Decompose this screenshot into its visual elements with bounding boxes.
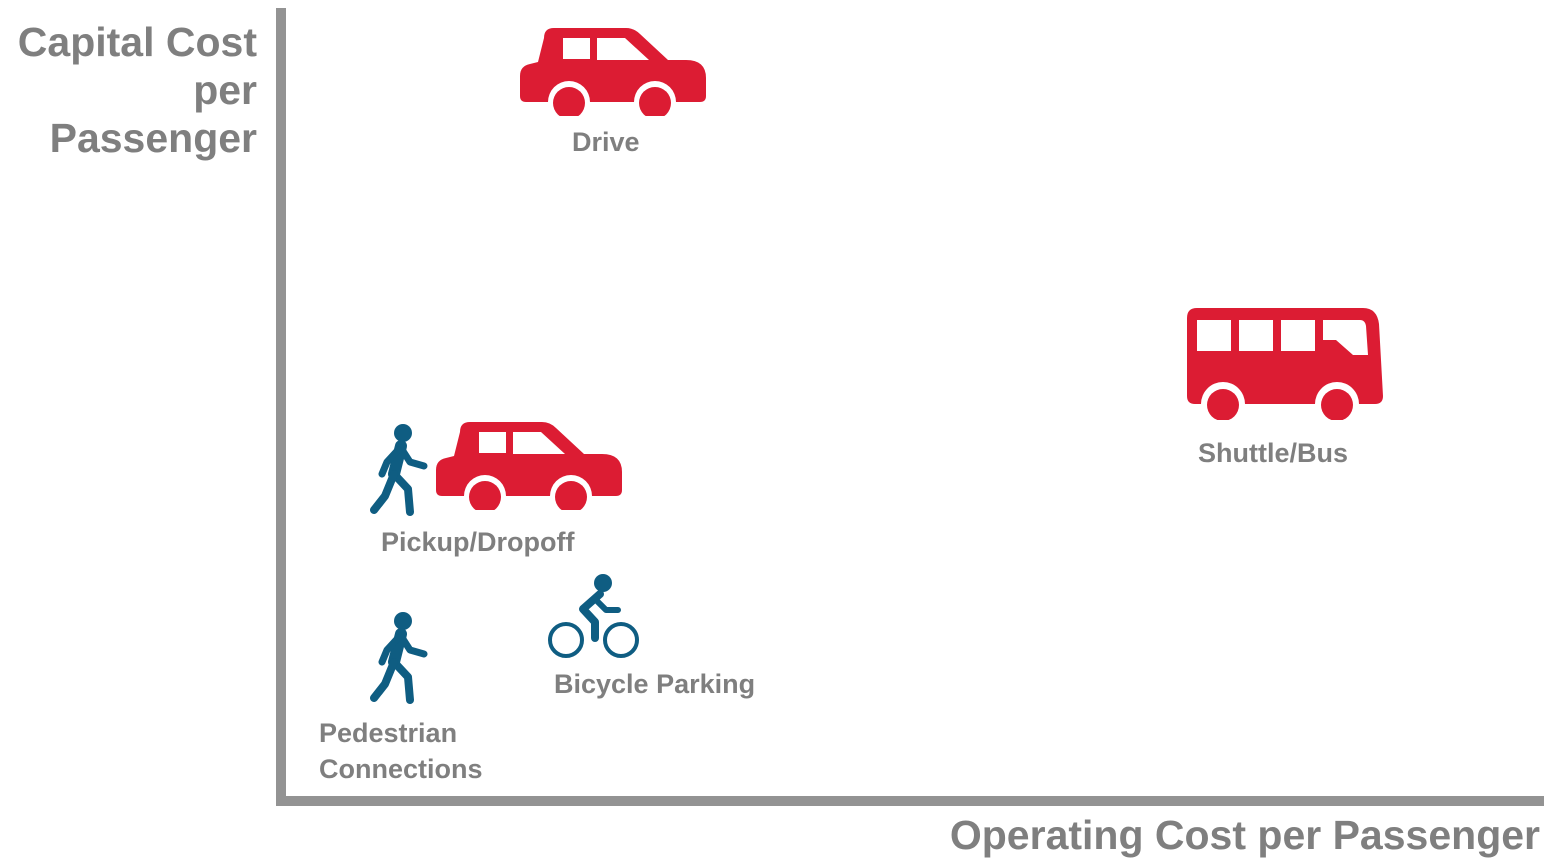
cyclist-icon (548, 574, 640, 662)
car-icon (436, 420, 622, 510)
bus-icon (1187, 308, 1383, 420)
y-axis-title: Capital Cost per Passenger (17, 19, 257, 161)
x-axis-line (276, 796, 1544, 806)
drive-label: Drive (572, 127, 640, 157)
y-axis-line (276, 8, 286, 806)
pedestrian-icon (370, 612, 430, 704)
pickup-dropoff-label: Pickup/Dropoff (381, 527, 575, 557)
pedestrian-icon (370, 424, 430, 516)
bicycle-parking-label: Bicycle Parking (554, 669, 756, 699)
shuttle-bus-label: Shuttle/Bus (1198, 438, 1349, 468)
pedestrian-connections-label: Pedestrian Connections (319, 718, 483, 784)
car-icon (520, 26, 706, 116)
x-axis-title: Operating Cost per Passenger (949, 812, 1540, 858)
